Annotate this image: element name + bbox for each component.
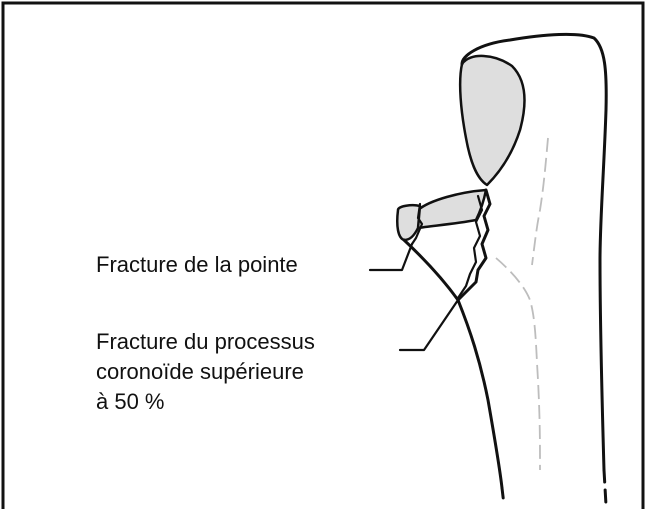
label-coronoid-fracture: Fracture du processus coronoïde supérieu… <box>96 327 315 417</box>
leader-tip <box>370 244 412 270</box>
hidden-contour-anterior <box>496 258 540 470</box>
ulna-anterior-outline <box>458 300 502 488</box>
ulna-outline-dashed-bottom <box>604 470 606 505</box>
label-coronoid-line-1: Fracture du processus <box>96 327 315 357</box>
ulna-anterior-dashed-bottom <box>502 488 504 505</box>
label-coronoid-line-2: coronoïde supérieure <box>96 357 315 387</box>
coronoid-body <box>404 240 458 300</box>
leader-coronoid <box>400 300 458 350</box>
label-coronoid-line-3: à 50 % <box>96 387 315 417</box>
label-tip-fracture: Fracture de la pointe <box>96 250 298 280</box>
olecranon-cartilage <box>460 56 524 185</box>
hidden-contour-posterior <box>532 138 548 265</box>
